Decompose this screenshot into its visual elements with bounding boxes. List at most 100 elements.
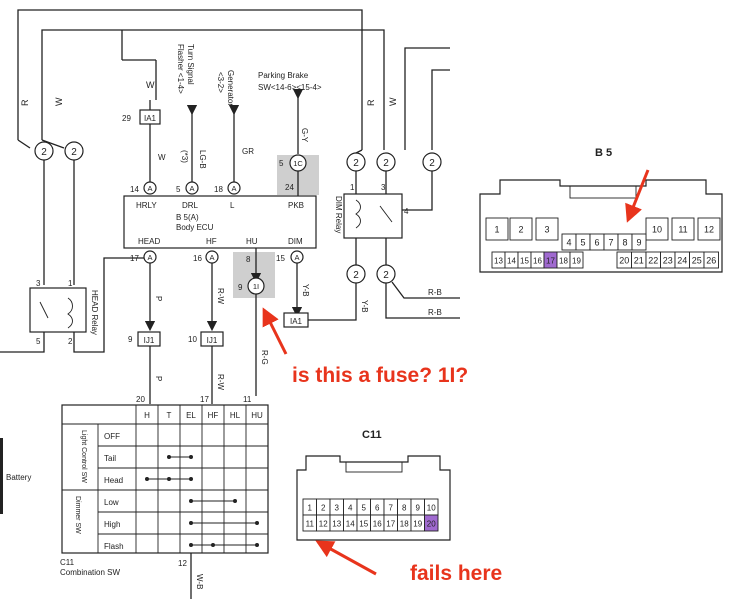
wire-w-ia1: W: [146, 80, 155, 90]
pin-number: 11: [678, 225, 687, 235]
combo-pin-20: 20: [136, 395, 145, 404]
wire-r-b-label-2: R-B: [428, 308, 442, 317]
ecu-bottom-pin-hf: 16 A: [193, 250, 219, 264]
combo-col-t: T: [167, 411, 172, 420]
pin-number: 5: [362, 504, 367, 513]
pin-number: 9: [416, 504, 421, 513]
wire-r-b-1: [391, 281, 460, 299]
wire-y-b-2: Y-B: [360, 300, 369, 313]
splice-left-feed: [17, 139, 31, 149]
wire-p-1: P: [154, 296, 163, 301]
c11-latch: [345, 461, 403, 473]
splice-mid-feed: [41, 139, 65, 149]
wire-w-b-label: W-B: [195, 574, 204, 589]
pin-number: 8: [622, 238, 627, 248]
splice-left-label: 2: [41, 147, 47, 158]
pin-number: 11: [306, 520, 315, 529]
head-relay-pin1: 1: [68, 279, 73, 288]
relay-switch: [39, 301, 49, 319]
pin-cell: [535, 217, 559, 241]
annotation-arrow-fuse: [262, 307, 288, 355]
annotation-arrow-b5: [625, 169, 650, 223]
continuity-marks: [145, 455, 259, 547]
combo-row-low: Low: [104, 498, 119, 507]
wire-r-w-2: R-W: [216, 374, 225, 390]
pin-number: 14: [507, 257, 516, 266]
pin-cell: [485, 217, 509, 241]
b5-latch: [569, 185, 637, 199]
wire-r-left: R: [20, 99, 30, 106]
ecu-bottom-pin-dim: 15 A: [276, 250, 304, 264]
pin-number: 3: [544, 225, 549, 235]
combo-row-off: OFF: [104, 432, 120, 441]
ecu-label-drl: DRL: [182, 201, 199, 210]
ecu-pin-number: 17: [130, 254, 139, 263]
pin-number: 26: [706, 256, 716, 266]
pin-number: 13: [332, 520, 341, 529]
ecu-pin-conn: A: [294, 253, 299, 262]
ecu-pin-conn: A: [231, 184, 236, 193]
annotation-arrow-c11: [315, 540, 377, 576]
pin-number: 10: [427, 504, 436, 513]
label-generator: Generator: [226, 70, 235, 106]
pin-number: 6: [594, 238, 599, 248]
b5-connector-shell: [479, 179, 723, 273]
ecu-top-pin-drl: 5 A: [176, 181, 199, 195]
dim-relay: [343, 193, 403, 239]
pin-number: 4: [566, 238, 571, 248]
ecu-pin-number: 16: [193, 254, 202, 263]
combo-group-light: Light Control SW: [80, 430, 87, 483]
hu-conn-label: 1I: [253, 282, 259, 291]
splice-link-a: [355, 149, 363, 154]
pin-number: 25: [692, 256, 702, 266]
combo-col-hf: HF: [208, 411, 219, 420]
ecu-pin-number: 5: [176, 185, 181, 194]
pin-number: 21: [634, 256, 644, 266]
dim-relay-pin4: 4: [404, 207, 409, 216]
wire-dim-relay-4: [402, 171, 433, 211]
wire-dim-to-relay: [308, 282, 357, 321]
pin-cell: [509, 217, 533, 241]
ecu-pin-circle: [227, 181, 241, 195]
pkb-conn-pin: 5: [279, 159, 284, 168]
splice-right-top-b-label: 2: [383, 158, 389, 169]
splice-far-right-label: 2: [429, 158, 435, 169]
ecu-pin-circle: [143, 181, 157, 195]
wire-w-right: W: [388, 97, 398, 106]
wire-head-relay-to-ecu: [73, 257, 150, 353]
ecu-bottom-pin-head: 17 A: [130, 250, 157, 264]
combo-row-head: Head: [104, 476, 123, 485]
pin-number: 7: [608, 238, 613, 248]
pin-cell: [671, 217, 695, 241]
pin-number: 15: [359, 520, 368, 529]
combo-name: C11: [60, 558, 75, 567]
wire-w-hrly: W: [158, 153, 166, 162]
ecu-pin-8: 8: [246, 255, 251, 264]
splice-right-bot-b-label: 2: [383, 270, 389, 281]
splice-mid-label: 2: [71, 147, 77, 158]
ecu-pin-conn: A: [189, 184, 194, 193]
wire-y-b-1: Y-B: [301, 284, 310, 297]
ecu-label-l: L: [230, 201, 235, 210]
ecu-pin-conn: A: [147, 253, 152, 262]
wire-star3: (*3): [180, 150, 189, 163]
ecu-pin-circle: [185, 181, 199, 195]
ecu-label-hu: HU: [246, 237, 258, 246]
dim-relay-pin1: 1: [350, 183, 355, 192]
label-flasher: Flasher <1-4>: [176, 44, 185, 94]
pin-number: 5: [580, 238, 585, 248]
pin-number: 1: [308, 504, 313, 513]
pin-number: 10: [652, 225, 662, 235]
hu-conn-pin: 9: [238, 283, 243, 292]
pin-number: 12: [319, 520, 328, 529]
head-relay-pin5: 5: [36, 337, 41, 346]
ecu-top-pin-hrly: 14 A: [130, 181, 157, 195]
ij1-left-label: IJ1: [144, 336, 155, 345]
wire-r-b-2: [385, 283, 460, 319]
pin-cell: [697, 217, 721, 241]
pin-number: 24: [677, 256, 687, 266]
pin-number: 19: [572, 257, 581, 266]
pin-number: 9: [636, 238, 641, 248]
